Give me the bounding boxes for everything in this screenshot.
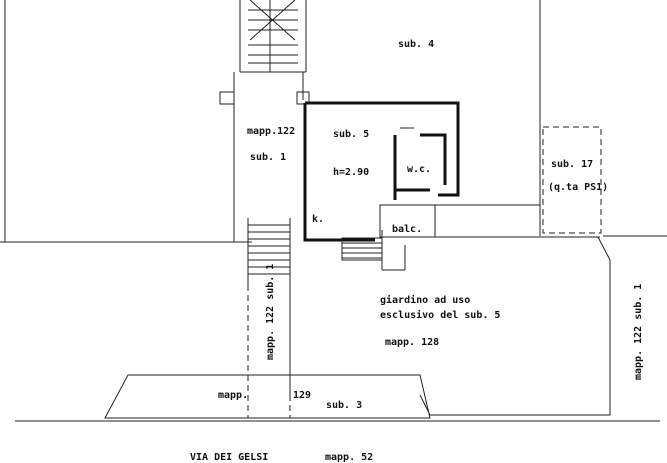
label-garden-line1: giardino ad uso xyxy=(380,294,470,306)
label-street: VIA DEI GELSI xyxy=(190,452,268,463)
sub3-outline xyxy=(104,374,431,419)
label-mapp122-top: mapp.122 xyxy=(247,126,295,137)
label-mapp122-sub1-vertical: mapp. 122 sub. 1 xyxy=(265,264,276,360)
label-sub17: sub. 17 xyxy=(551,159,593,170)
label-qta: (q.ta PS1) xyxy=(548,182,608,193)
sub17-dashed-outline xyxy=(542,126,602,234)
label-129: 129 xyxy=(293,390,311,401)
label-balc: balc. xyxy=(392,224,422,235)
label-sub3: sub. 3 xyxy=(326,400,362,411)
stair-top xyxy=(239,0,307,73)
stair-balcony xyxy=(341,237,383,261)
garden-right-boundary xyxy=(419,236,611,416)
label-sub1: sub. 1 xyxy=(250,152,286,163)
label-garden-line2: esclusivo del sub. 5 xyxy=(380,309,500,321)
label-kitchen: k. xyxy=(312,214,324,225)
pillar-left xyxy=(219,91,235,105)
pillar-right xyxy=(296,91,310,105)
label-mapp122-sub1-right-vertical: mapp. 122 sub. 1 xyxy=(633,284,644,380)
label-mapp-left: mapp. xyxy=(218,390,248,401)
label-wc: w.c. xyxy=(407,164,431,175)
label-sub5: sub. 5 xyxy=(333,129,369,140)
label-mapp128: mapp. 128 xyxy=(385,337,439,348)
label-height: h=2.90 xyxy=(333,167,369,178)
label-mapp52: mapp. 52 xyxy=(325,452,373,463)
sub5-apartment-walls xyxy=(303,101,460,242)
balcony xyxy=(379,204,600,271)
label-sub4: sub. 4 xyxy=(398,39,434,50)
